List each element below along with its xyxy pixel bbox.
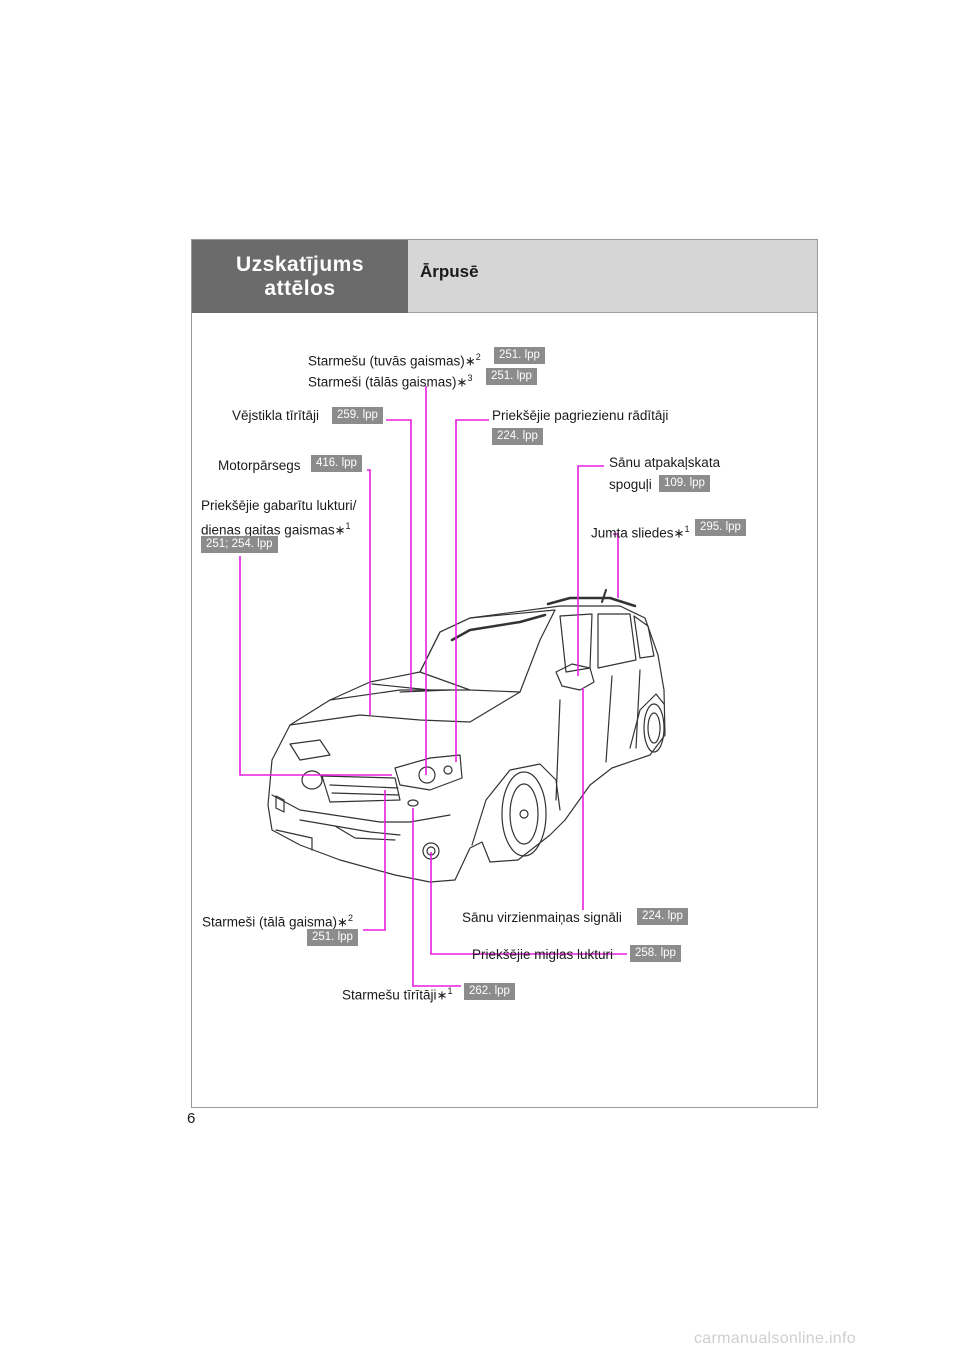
- content-frame: [191, 239, 818, 1108]
- footnote-ref: 1: [684, 524, 690, 534]
- high-beam-bottom-label: Starmeši (tālā gaisma)∗2: [202, 910, 353, 931]
- side-turn-page-ref[interactable]: 224. lpp: [637, 908, 688, 925]
- asterisk-mark: ∗: [436, 987, 448, 1003]
- hood-page-ref[interactable]: 416. lpp: [311, 455, 362, 472]
- asterisk-mark: ∗: [334, 522, 346, 538]
- mirrors-label-line2: spoguļi: [609, 477, 652, 492]
- dipped-beam-label: Starmešu (tuvās gaismas)∗2: [308, 349, 481, 370]
- asterisk-mark: ∗: [456, 374, 468, 390]
- fog-lights-label: Priekšējie miglas lukturi: [472, 947, 614, 962]
- footnote-ref: 3: [467, 373, 473, 383]
- roof-rails-page-ref[interactable]: 295. lpp: [695, 519, 746, 536]
- wipers-label: Vējstikla tīrītāji: [232, 408, 320, 423]
- high-beam-text: Starmeši (tālās gaismas): [308, 374, 457, 390]
- headlamp-cleaners-text: Starmešu tīrītāji: [342, 987, 437, 1003]
- front-turn-page-ref[interactable]: 224. lpp: [492, 428, 543, 445]
- section-title-line2: attēlos: [264, 276, 336, 300]
- position-lights-page-ref[interactable]: 251; 254. lpp: [201, 536, 278, 553]
- front-turn-label: Priekšējie pagriezienu rādītāji: [492, 408, 669, 423]
- high-beam-bottom-page-ref[interactable]: 251. lpp: [307, 929, 358, 946]
- roof-rails-text: Jumta sliedes: [591, 525, 674, 541]
- section-title-line1: Uzskatījums: [235, 252, 365, 276]
- mirrors-page-ref[interactable]: 109. lpp: [659, 475, 710, 492]
- high-beam-bottom-text: Starmeši (tālā gaisma): [202, 914, 338, 930]
- high-beam-page-ref[interactable]: 251. lpp: [486, 368, 537, 385]
- watermark: carmanualsonline.info: [694, 1330, 856, 1347]
- headlamp-cleaners-page-ref[interactable]: 262. lpp: [464, 983, 515, 1000]
- section-subtitle: Ārpusē: [420, 262, 479, 281]
- roof-rails-label: Jumta sliedes∗1: [591, 521, 689, 542]
- position-lights-label-line2: dienas gaitas gaismas∗1: [201, 518, 351, 539]
- dipped-beam-text: Starmešu (tuvās gaismas): [308, 353, 465, 369]
- position-lights-text: dienas gaitas gaismas: [201, 522, 335, 538]
- position-lights-label-line1: Priekšējie gabarītu lukturi/: [201, 498, 357, 513]
- footnote-ref: 1: [345, 521, 351, 531]
- hood-label: Motorpārsegs: [218, 458, 301, 473]
- wipers-page-ref[interactable]: 259. lpp: [332, 407, 383, 424]
- asterisk-mark: ∗: [464, 353, 476, 369]
- fog-lights-page-ref[interactable]: 258. lpp: [630, 945, 681, 962]
- dipped-beam-page-ref[interactable]: 251. lpp: [494, 347, 545, 364]
- footnote-ref: 2: [347, 913, 353, 923]
- page-number: 6: [187, 1110, 196, 1127]
- high-beam-label: Starmeši (tālās gaismas)∗3: [308, 370, 472, 391]
- footnote-ref: 1: [447, 986, 453, 996]
- section-subtitle-bar: Ārpusē: [408, 240, 817, 313]
- mirrors-label-line1: Sānu atpakaļskata: [609, 455, 721, 470]
- asterisk-mark: ∗: [337, 914, 348, 930]
- footnote-ref: 2: [475, 352, 481, 362]
- headlamp-cleaners-label: Starmešu tīrītāji∗1: [342, 983, 452, 1004]
- asterisk-mark: ∗: [673, 525, 685, 541]
- side-turn-label: Sānu virzienmaiņas signāli: [462, 910, 622, 925]
